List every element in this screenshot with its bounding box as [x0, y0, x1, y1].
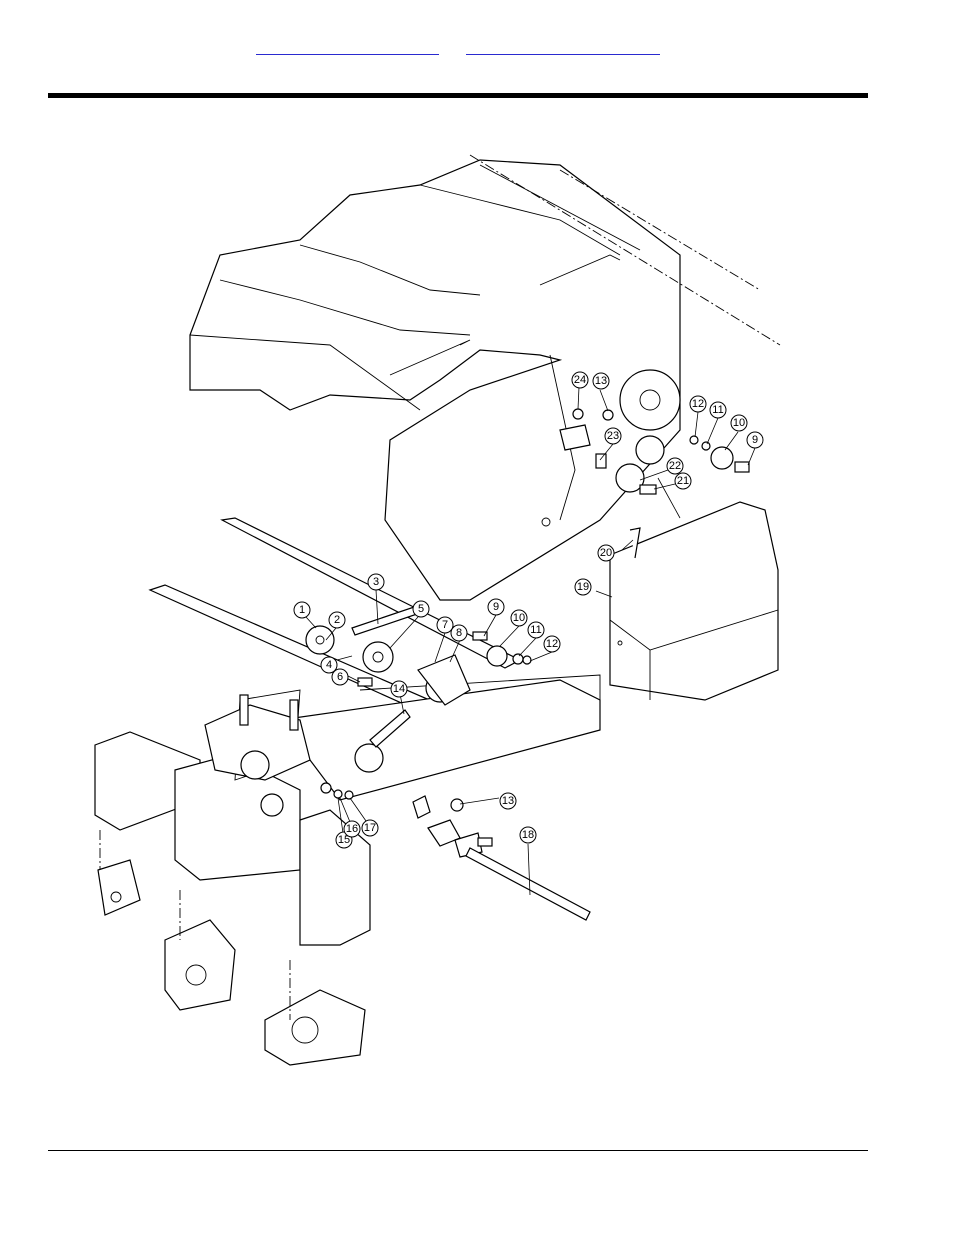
svg-text:10: 10: [513, 612, 525, 624]
svg-text:13: 13: [595, 375, 607, 387]
callout-2: 2: [329, 612, 345, 628]
callout-11-front: 11: [528, 622, 544, 638]
callout-12-rear: 12: [690, 396, 706, 412]
callout-23: 23: [605, 428, 621, 444]
callout-18: 18: [520, 827, 536, 843]
callout-6: 6: [332, 669, 348, 685]
svg-text:18: 18: [522, 829, 534, 841]
svg-text:20: 20: [600, 547, 612, 559]
svg-text:9: 9: [752, 434, 758, 446]
svg-text:12: 12: [546, 638, 558, 650]
svg-text:1: 1: [299, 604, 305, 616]
svg-text:8: 8: [456, 627, 462, 639]
callout-10-rear: 10: [731, 415, 747, 431]
svg-text:6: 6: [337, 671, 343, 683]
callout-8: 8: [451, 625, 467, 641]
svg-text:9: 9: [493, 601, 499, 613]
callout-17: 17: [362, 820, 378, 836]
callout-20: 20: [598, 545, 614, 561]
svg-text:16: 16: [346, 823, 358, 835]
svg-text:14: 14: [393, 683, 405, 695]
callout-9-rear: 9: [747, 432, 763, 448]
callout-5: 5: [413, 601, 429, 617]
svg-text:19: 19: [577, 581, 589, 593]
svg-text:21: 21: [677, 475, 689, 487]
svg-text:7: 7: [442, 619, 448, 631]
svg-text:10: 10: [733, 417, 745, 429]
svg-text:22: 22: [669, 460, 681, 472]
callout-13-rear: 13: [593, 373, 609, 389]
callout-14: 14: [391, 681, 407, 697]
hex-shaft: [466, 848, 590, 920]
svg-text:24: 24: [574, 374, 586, 386]
svg-text:2: 2: [334, 614, 340, 626]
callout-13-front: 13: [500, 793, 516, 809]
svg-text:23: 23: [607, 430, 619, 442]
svg-text:3: 3: [373, 576, 379, 588]
chain-shield: [610, 502, 778, 700]
callout-10-front: 10: [511, 610, 527, 626]
callout-11-rear: 11: [710, 402, 726, 418]
callout-12-front: 12: [544, 636, 560, 652]
callout-3: 3: [368, 574, 384, 590]
footer-rule: [48, 1150, 868, 1151]
svg-text:13: 13: [502, 795, 514, 807]
callout-19: 19: [575, 579, 591, 595]
callout-22: 22: [667, 458, 683, 474]
svg-text:11: 11: [530, 624, 541, 636]
svg-text:5: 5: [418, 603, 424, 615]
svg-text:4: 4: [326, 659, 332, 671]
svg-text:12: 12: [692, 398, 704, 410]
callout-24: 24: [572, 372, 588, 388]
callout-7: 7: [437, 617, 453, 633]
svg-text:11: 11: [712, 404, 723, 416]
callout-16: 16: [344, 821, 360, 837]
callout-1: 1: [294, 602, 310, 618]
callout-9-front: 9: [488, 599, 504, 615]
svg-text:17: 17: [364, 822, 376, 834]
callout-21: 21: [675, 473, 691, 489]
